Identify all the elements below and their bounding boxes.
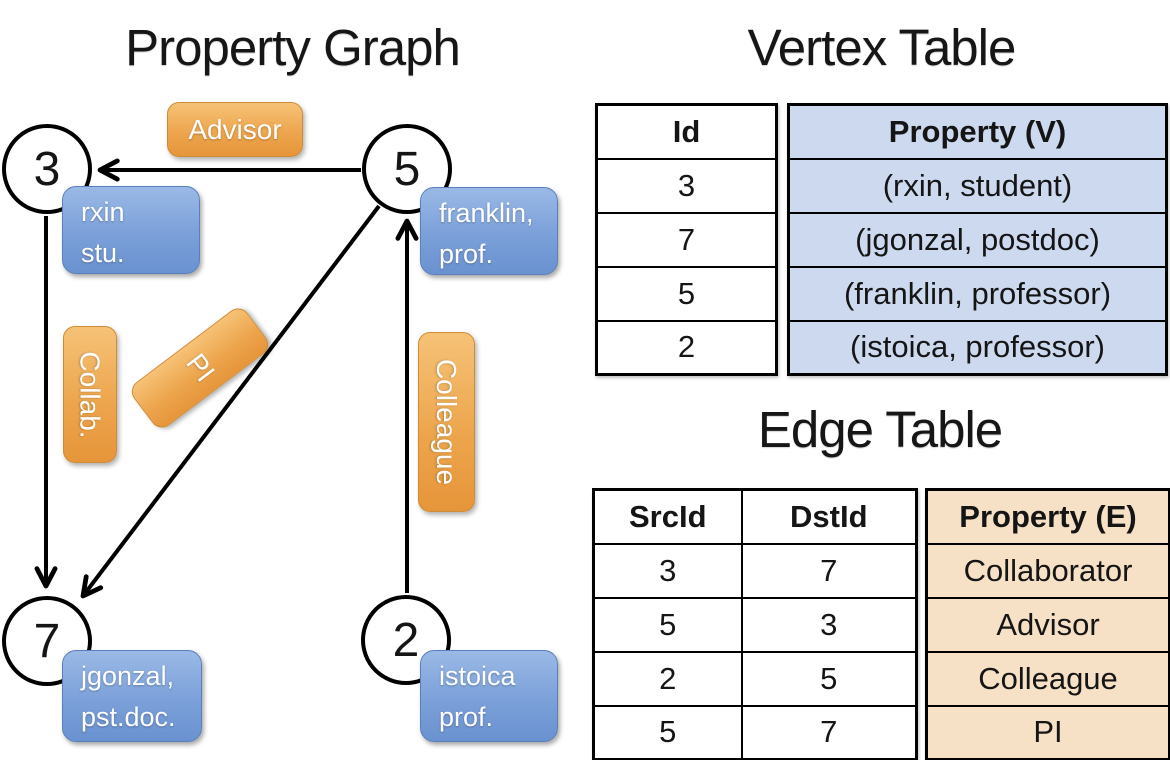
edge-chip-advisor: Advisor [167,102,303,157]
edge-chip-collab: Collab. [63,326,117,463]
vertex-card-line1: jgonzal, [81,661,175,691]
edge-table-srcid-header: SrcId [592,488,743,545]
graph-edges-svg [34,158,419,599]
vertex-table-property-column: Property (V) (rxin, student) (jgonzal, p… [787,103,1168,376]
vertex-property-cell: (franklin, professor) [787,265,1168,322]
vertex-circle-5: 5 [362,124,452,214]
edge-table-property-column: Property (E) Collaborator Advisor Collea… [925,488,1170,760]
vertex-id: 7 [33,614,61,668]
edge-table-dstid-header: DstId [740,488,918,545]
vertex-id-cell: 2 [595,319,778,376]
edge-line-pi-5-to-7 [80,204,381,599]
vertex-id: 3 [33,142,61,196]
vertex-id: 2 [392,613,420,667]
vertex-circle-2: 2 [361,595,451,685]
edge-chip-colleague: Colleague [418,332,475,512]
edge-srcid-cell: 5 [592,704,743,760]
edge-dstid-cell: 7 [740,542,918,599]
vertex-card-line2: prof. [439,239,494,269]
vertex-id-cell: 7 [595,211,778,268]
vertex-card-line1: franklin, [439,198,534,228]
vertex-id-cell: 5 [595,265,778,322]
property-graph-title: Property Graph [125,19,461,76]
vertex-table: Id 3 7 5 2 Property (V) (rxin, student) … [595,103,1168,376]
vertex-card-rxin: rxin stu. [62,186,200,274]
vertex-card-franklin: franklin, prof. [420,187,558,275]
vertex-property-cell: (jgonzal, postdoc) [787,211,1168,268]
edge-property-cell: Colleague [925,650,1170,707]
edge-table: SrcId DstId 3 7 5 3 2 5 5 7 Property (E)… [592,488,1170,760]
vertex-card-jgonzal: jgonzal, pst.doc. [62,650,202,742]
edge-dstid-cell: 5 [740,650,918,707]
edge-table-title: Edge Table [757,401,1003,458]
vertex-property-cell: (rxin, student) [787,157,1168,214]
vertex-card-line2: stu. [81,238,125,268]
edge-srcid-cell: 5 [592,596,743,653]
vertex-id-cell: 3 [595,157,778,214]
edge-srcid-cell: 3 [592,542,743,599]
vertex-table-property-header: Property (V) [787,103,1168,160]
edge-property-cell: Advisor [925,596,1170,653]
vertex-card-line1: istoica [439,661,516,691]
edge-property-cell: Collaborator [925,542,1170,599]
edge-dstid-cell: 3 [740,596,918,653]
edge-srcid-cell: 2 [592,650,743,707]
vertex-id: 5 [393,142,421,196]
vertex-card-line2: prof. [439,702,494,732]
edge-chip-label: Advisor [188,113,282,145]
edge-property-cell: PI [925,704,1170,760]
vertex-property-cell: (istoica, professor) [787,319,1168,376]
vertex-card-line1: rxin [81,197,125,227]
edge-dstid-cell: 7 [740,704,918,760]
edge-chip-label: Colleague [431,358,463,486]
vertex-card-line2: pst.doc. [81,702,176,732]
vertex-table-id-header: Id [595,103,778,160]
vertex-table-title: Vertex Table [747,19,1017,76]
vertex-table-id-column: Id 3 7 5 2 [595,103,778,376]
edge-table-id-columns: SrcId DstId 3 7 5 3 2 5 5 7 [592,488,918,760]
vertex-card-istoica: istoica prof. [420,650,558,742]
edge-chip-label: Collab. [75,350,107,439]
edge-chip-label: PI [180,347,221,388]
edge-table-property-header: Property (E) [925,488,1170,545]
